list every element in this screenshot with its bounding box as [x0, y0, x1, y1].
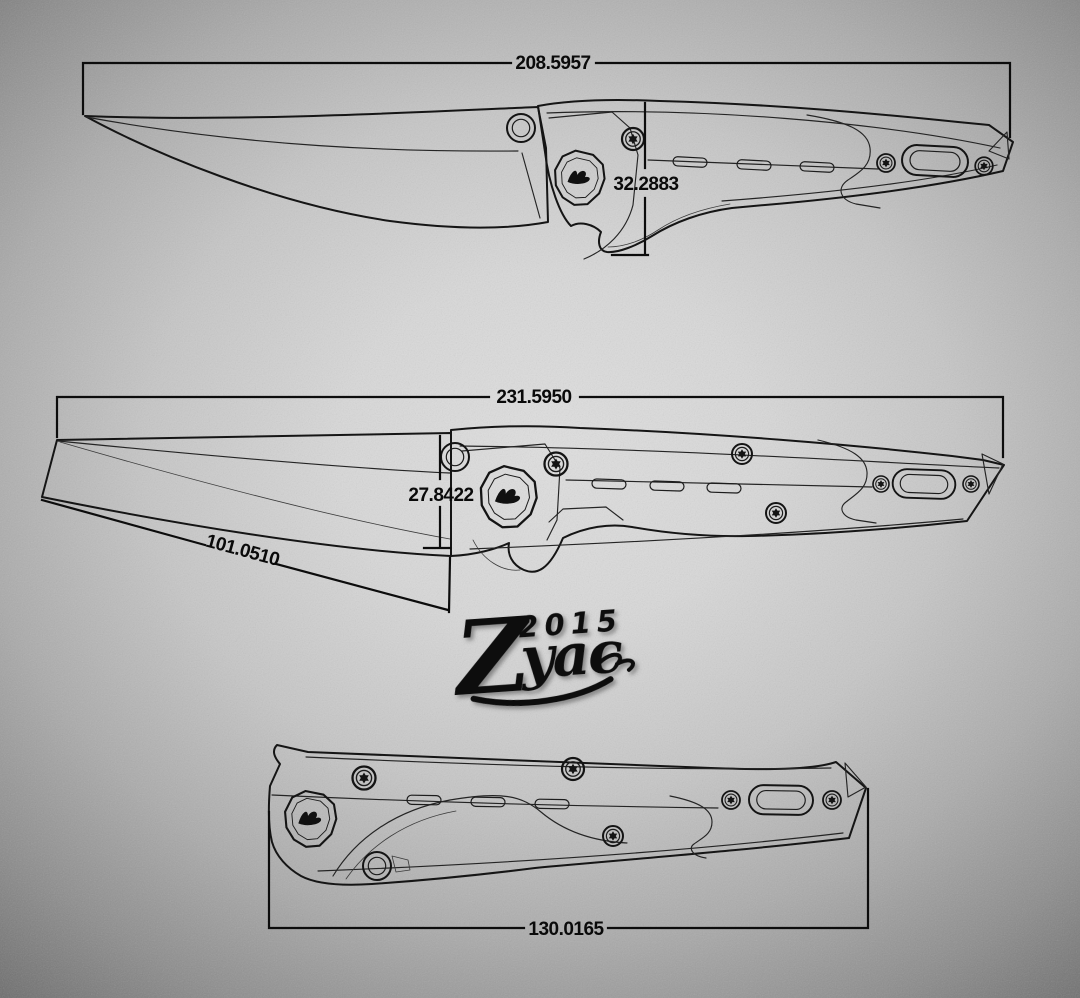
torx-screw	[351, 765, 377, 791]
dim-heel-height: 27.8422	[408, 434, 474, 550]
torx-screw	[620, 126, 646, 152]
dim-overall-length-top: 208.5957	[81, 53, 1012, 139]
torx-screw	[962, 475, 980, 493]
torx-screw	[765, 502, 787, 524]
frame-step	[548, 506, 624, 523]
handle-closed	[267, 744, 867, 886]
blade-open-angled	[84, 106, 549, 229]
torx-screw	[543, 451, 569, 477]
lanyard-cutout	[988, 131, 1010, 160]
lockbar-cutout	[669, 795, 713, 859]
scale-seam	[647, 159, 879, 170]
stop-pin	[391, 855, 411, 873]
logo: Z yac 2015	[447, 595, 635, 720]
dim-text-overall-length-top: 208.5957	[515, 53, 590, 74]
lanyard-cutout	[844, 762, 867, 798]
torx-screw	[721, 790, 741, 810]
dim-text-closed-length: 130.0165	[528, 919, 604, 940]
dim-text-heel-height: 27.8422	[408, 485, 473, 506]
handle-open-angled	[506, 99, 1014, 260]
dim-overall-length-middle: 231.5950	[55, 387, 1005, 459]
handle-open-full	[440, 425, 1005, 573]
lanyard-cutout	[981, 453, 1004, 495]
torx-screw	[974, 156, 994, 176]
torx-screw	[872, 475, 890, 493]
lockbar-cutout	[806, 114, 881, 209]
bolster-sweep	[332, 795, 628, 877]
logo-tilde	[597, 652, 635, 672]
torx-screw	[731, 443, 753, 465]
logo-year: 2015	[517, 603, 624, 644]
view-open-angled: 208.5957 32.2	[81, 53, 1014, 260]
torx-screw	[822, 790, 842, 810]
dim-text-front-height: 32.2883	[613, 174, 678, 195]
lockbar-cutout	[817, 439, 877, 524]
dim-front-height: 32.2883	[610, 101, 679, 257]
torx-screw	[876, 153, 896, 173]
view-open-full: 231.5950	[40, 387, 1005, 614]
torx-screw	[560, 756, 586, 782]
logo-swoosh	[470, 676, 614, 706]
dim-closed-length: 130.0165	[267, 787, 870, 940]
view-closed: 130.0165	[267, 744, 870, 940]
torx-screw	[602, 825, 624, 847]
dim-text-overall-length-middle: 231.5950	[496, 387, 571, 408]
